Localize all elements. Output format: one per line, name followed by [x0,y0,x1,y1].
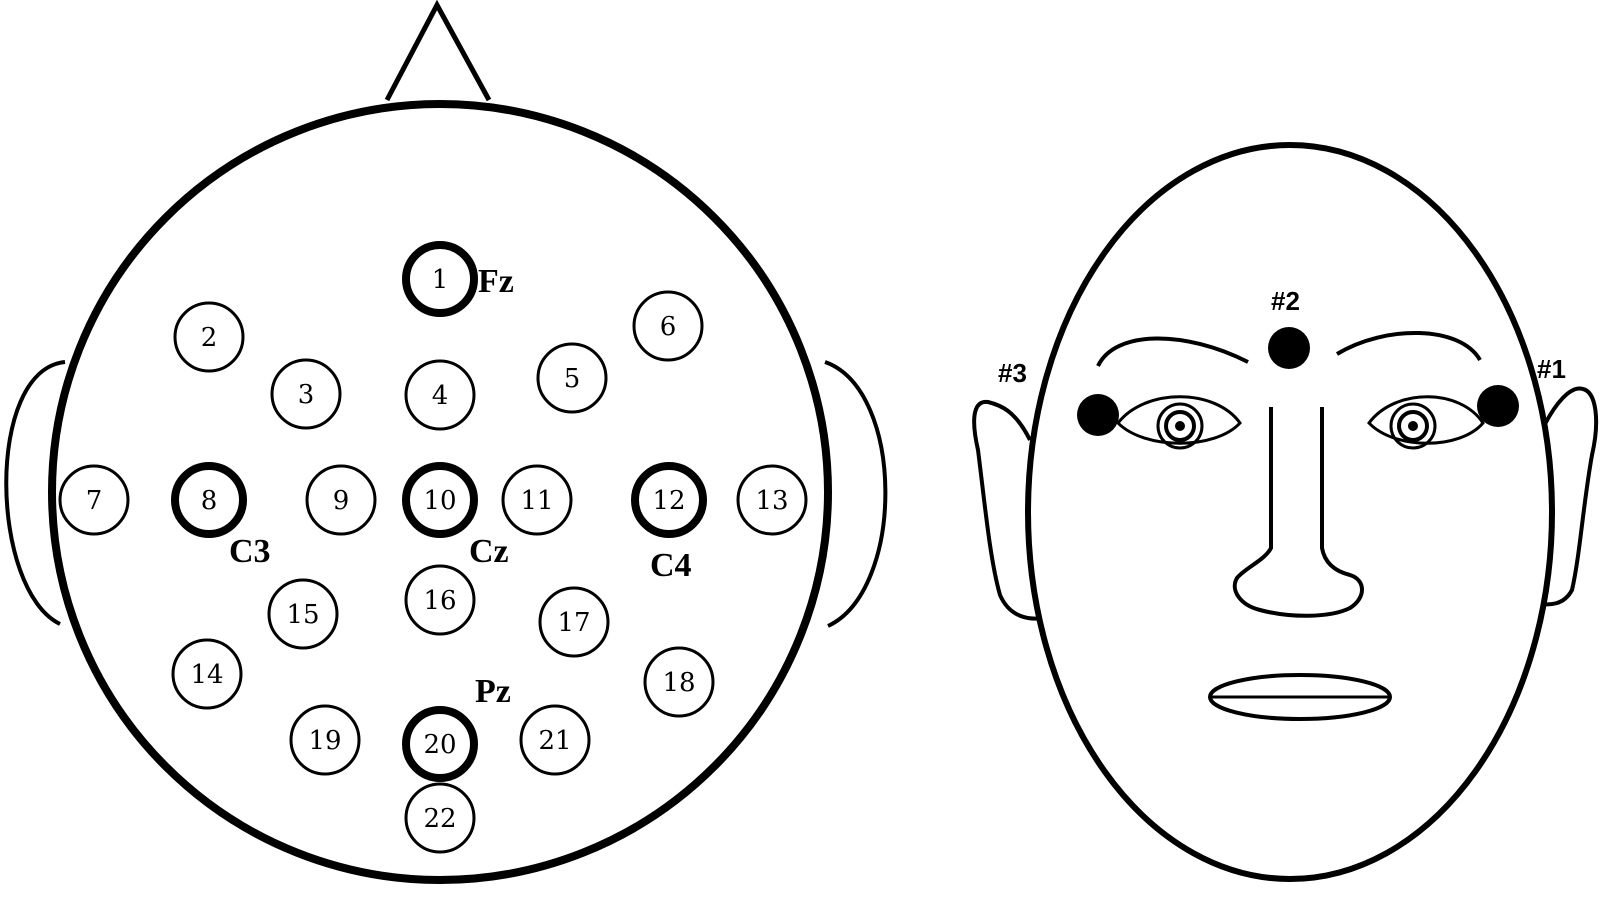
electrode-11: 11 [501,464,573,536]
site-labels: Fz C3 Cz C4 Pz [229,263,692,710]
electrode-2: 2 [173,301,245,373]
electrode-circle [267,578,339,650]
right-eyebrow [1335,331,1482,362]
electrode-8: 8 [171,462,247,538]
label-c3: C3 [229,533,271,570]
electrode-number: 14 [190,660,223,690]
electrode-circle [631,462,707,538]
electrode-1: 1 [402,241,478,317]
marker-dot-1 [1477,385,1519,427]
face-left-ear [972,399,1044,621]
electrode-circle [171,638,243,710]
electrode-circle [536,342,608,414]
electrode-number: 16 [423,586,456,616]
electrode-18: 18 [643,646,715,718]
electrode-number: 15 [286,600,319,630]
electrode-circle [402,706,478,782]
electrode-13: 13 [736,464,808,536]
electrode-circle [538,586,610,658]
marker-dot-3 [1077,394,1119,436]
electrode-number: 2 [201,323,218,353]
electrode-number: 10 [423,486,456,516]
electrode-4: 4 [404,359,476,431]
electrode-16: 16 [404,564,476,636]
face-right-ear [1534,386,1599,607]
electrode-circle [402,462,478,538]
right-eye [1367,395,1485,450]
nose [1232,407,1364,618]
electrode-circle [402,241,478,317]
electrode-number: 20 [423,730,456,760]
electrode-circle [58,464,130,536]
electrode-circle [270,358,342,430]
face-outline [1025,142,1555,882]
electrode-number: 18 [662,668,695,698]
electrode-number: 4 [432,381,449,411]
label-fz: Fz [478,263,514,300]
electrode-number: 9 [333,486,350,516]
electrode-22: 22 [404,782,476,854]
electrode-number: 13 [755,486,788,516]
marker-label-1: #1 [1537,354,1566,384]
left-eyebrow [1096,336,1249,367]
electrode-circle [643,646,715,718]
electrode-17: 17 [538,586,610,658]
electrode-21: 21 [519,704,591,776]
right-ear [824,360,888,628]
electrode-12: 12 [631,462,707,538]
nose-triangle [384,0,492,102]
electrode-10: 10 [402,462,478,538]
electrode-5: 5 [536,342,608,414]
electrode-circle [171,462,247,538]
electrode-circle [736,464,808,536]
electrode-circle [404,359,476,431]
electrode-number: 1 [432,265,449,295]
electrode-19: 19 [289,704,361,776]
electrode-circle [289,704,361,776]
electrode-number: 19 [308,726,341,756]
electrode-number: 6 [660,312,677,342]
electrode-circle [632,290,704,362]
electrode-circle [519,704,591,776]
head-outline [48,100,832,884]
marker-label-3: #3 [998,358,1027,388]
electrode-number: 7 [86,486,103,516]
label-c4: C4 [650,547,692,584]
face [972,142,1599,882]
electrode-15: 15 [267,578,339,650]
electrode-number: 3 [298,380,315,410]
electrode-7: 7 [58,464,130,536]
marker-label-2: #2 [1271,286,1300,316]
electrode-9: 9 [305,464,377,536]
electrode-circle [404,564,476,636]
electrode-number: 21 [538,726,571,756]
electrode-14: 14 [171,638,243,710]
electrode-circle [501,464,573,536]
electrode-number: 11 [520,486,553,516]
left-ear [4,360,66,626]
mouth [1208,673,1392,721]
electrode-circle [305,464,377,536]
electrode-20: 20 [402,706,478,782]
electrode-number: 17 [557,608,590,638]
electrode-circle [404,782,476,854]
electrode-3: 3 [270,358,342,430]
electrode-number: 12 [652,486,685,516]
electrode-circle [173,301,245,373]
marker-dot-2 [1268,327,1310,369]
electrode-number: 22 [423,804,456,834]
electrode-6: 6 [632,290,704,362]
label-cz: Cz [469,533,509,570]
label-pz: Pz [475,673,511,710]
face-markers: #3 #2 #1 [998,286,1566,436]
electrode-number: 5 [564,364,581,394]
left-eye [1116,395,1242,450]
electrode-number: 8 [201,486,218,516]
